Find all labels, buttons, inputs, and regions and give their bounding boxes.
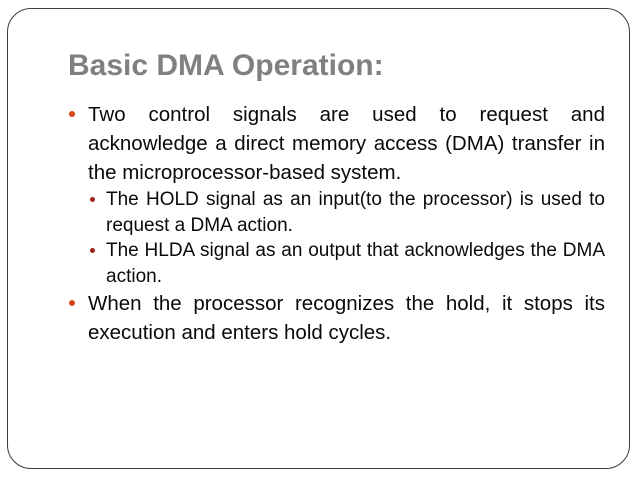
bullet-text: When the processor recognizes the hold, … bbox=[88, 292, 605, 344]
bullet-text: The HOLD signal as an input(to the proce… bbox=[106, 189, 605, 236]
bullet-text: The HLDA signal as an output that acknow… bbox=[106, 240, 605, 287]
list-item: Two control signals are used to request … bbox=[68, 100, 605, 187]
bullet-marker-icon bbox=[90, 197, 95, 202]
slide-content-body: Two control signals are used to request … bbox=[68, 100, 605, 347]
list-item: The HOLD signal as an input(to the proce… bbox=[89, 187, 605, 238]
bullet-marker-icon bbox=[69, 300, 75, 306]
list-item: The HLDA signal as an output that acknow… bbox=[89, 238, 605, 289]
bullet-list-level1: Two control signals are used to request … bbox=[68, 100, 605, 347]
bullet-marker-icon bbox=[69, 111, 75, 117]
bullet-list-level2: The HOLD signal as an input(to the proce… bbox=[68, 187, 605, 289]
page-title: Basic DMA Operation: bbox=[68, 49, 384, 82]
bullet-text: Two control signals are used to request … bbox=[88, 103, 605, 184]
list-item: When the processor recognizes the hold, … bbox=[68, 289, 605, 347]
nested-bullet-group: The HOLD signal as an input(to the proce… bbox=[68, 187, 605, 289]
bullet-marker-icon bbox=[90, 248, 95, 253]
